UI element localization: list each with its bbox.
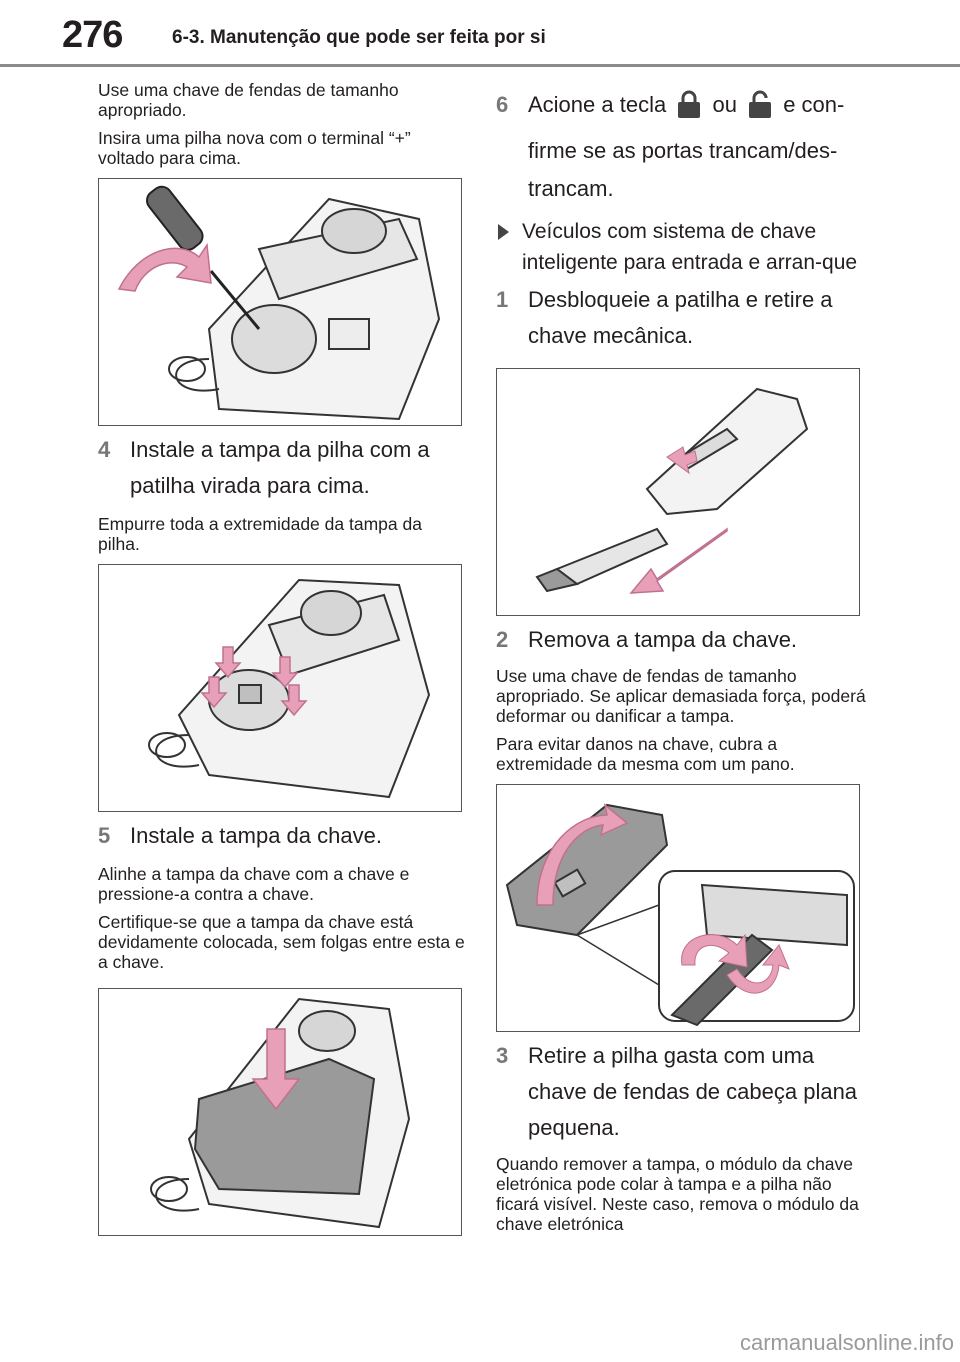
unlock-icon [747,90,773,132]
step-1: 1 Desbloqueie a patilha e retire a chave… [496,282,866,354]
note-push-cover: Empurre toda a extremidade da tampa da p… [98,514,422,554]
figure-insert-battery [98,178,462,426]
step-4: 4 Instale a tampa da pilha com a patilha… [98,432,468,504]
lock-icon [676,90,702,132]
step-number: 2 [496,627,509,652]
page-number: 276 [62,14,123,56]
header-divider [0,64,960,67]
step-text: Remova a tampa da chave. [528,627,798,652]
step-6: 6 Acione a tecla ou e con-firme se as po… [496,86,866,208]
pink-arrow-icon [200,646,308,717]
step-number: 1 [496,287,509,312]
figure-battery-cover [98,564,462,812]
screwdriver-illustration [146,185,261,330]
watermark: carmanualsonline.info [739,1330,954,1355]
pink-arrow-icon [681,933,748,968]
step-number: 3 [496,1043,509,1068]
key-body-illustration [168,197,441,421]
key-body-illustration [535,387,809,593]
pink-arrow-icon [666,446,698,475]
figure-mechanical-key [496,368,860,616]
step-2: 2 Remova a tampa da chave. [496,622,866,658]
page-header: 276 6-3. Manutenção que pode ser feita p… [0,0,960,70]
subsection-smart-key: Veículos com sistema de chave inteligent… [496,216,866,278]
step-number: 4 [98,437,111,462]
step-5: 5 Instale a tampa da chave. [98,818,468,854]
right-column: 6 Acione a tecla ou e con-firme se as po… [496,86,866,1242]
pink-arrow-icon [629,527,728,594]
zoom-detail-illustration [658,870,855,1027]
figure-remove-cover [496,784,860,1032]
figure-key-cover [98,988,462,1236]
step-number: 5 [98,823,111,848]
step-text-b: ou [712,92,737,117]
note-cover-cloth: Para evitar danos na chave, cubra a extr… [496,734,795,774]
left-column: Use uma chave de fendas de tamanho aprop… [98,80,468,1236]
note-screwdriver: Use uma chave de fendas de tamanho aprop… [98,80,399,120]
step-3: 3 Retire a pilha gasta com uma chave de … [496,1038,866,1146]
step-text-c: e con-firme se as portas trancam/des-tra… [528,92,845,201]
note-screwdriver-force: Use uma chave de fendas de tamanho aprop… [496,666,866,726]
step-text: Instale a tampa da chave. [130,823,382,848]
step-text-a: Acione a tecla [528,92,667,117]
note-align-cover: Alinhe a tampa da chave com a chave e pr… [98,864,410,904]
step-text: Instale a tampa da pilha com a patilha v… [130,437,430,498]
key-body-illustration [150,997,411,1229]
pink-arrow-icon [117,242,212,292]
triangle-bullet-icon [498,224,509,240]
subsection-text: Veículos com sistema de chave inteligent… [522,220,858,274]
pink-arrow-icon [726,944,790,994]
step-number: 6 [496,92,509,117]
step-text: Desbloqueie a patilha e retire a chave m… [528,287,833,348]
step-text: Retire a pilha gasta com uma chave de fe… [528,1043,858,1140]
pink-arrow-icon [251,1028,301,1111]
pink-arrow-icon [536,803,629,906]
note-module-stuck: Quando remover a tampa, o módulo da chav… [496,1154,859,1234]
note-check-cover: Certifique-se que a tampa da chave está … [98,912,465,972]
note-insert-battery: Insira uma pilha nova com o terminal “+”… [98,128,411,168]
section-title: 6-3. Manutenção que pode ser feita por s… [172,27,546,48]
